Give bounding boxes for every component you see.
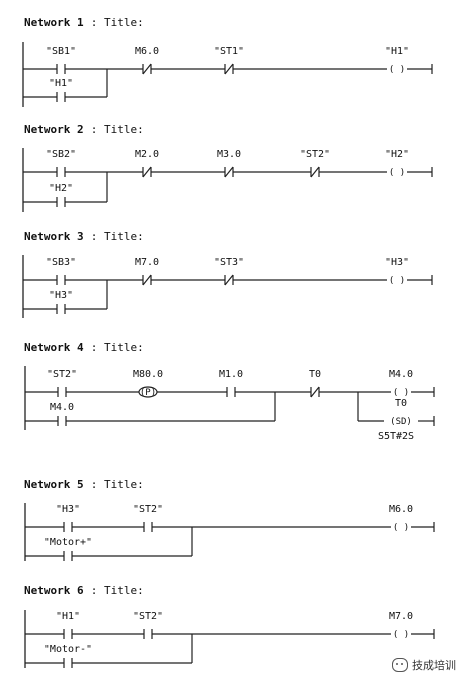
branch-no-contact (57, 416, 67, 426)
network-label: Network 2 (24, 123, 84, 136)
network-label: Network 5 (24, 478, 84, 491)
coil-operand-label: "H2" (385, 149, 409, 160)
operand-label: "H1" (56, 611, 80, 622)
network-2: Network 2 : Title: "SB2" M2.0 M3.0 "ST2" "H2" (… (22, 123, 433, 212)
coil-symbol: ( ) (389, 276, 405, 286)
nc-contact (310, 166, 320, 178)
operand-label: "SB1" (46, 46, 76, 57)
nc-contact (142, 274, 152, 286)
coil-symbol: ( ) (393, 523, 409, 533)
branch-operand-label: "H1" (49, 78, 73, 89)
operand-label: M80.0 (133, 369, 163, 380)
contact-nc-slash (224, 166, 234, 178)
network-title: : Title: (91, 16, 144, 29)
operand-label: "ST2" (133, 504, 163, 515)
coil-operand-label: M7.0 (389, 611, 413, 622)
network-label: Network 6 (24, 584, 84, 597)
network-title: : Title: (91, 230, 144, 243)
contact-nc-slash (224, 63, 234, 75)
nc-contact (224, 166, 234, 178)
network-label: Network 3 (24, 230, 84, 243)
network-title: : Title: (91, 123, 144, 136)
no-contact (143, 629, 153, 639)
network-title: : Title: (91, 478, 144, 491)
branch-operand-label: "H2" (49, 183, 73, 194)
branch-no-contact (63, 658, 73, 668)
contact-nc-slash (224, 274, 234, 286)
no-contact (56, 275, 66, 285)
no-contact (56, 64, 66, 74)
no-contact (56, 167, 66, 177)
branch-operand-label: "H3" (49, 290, 73, 301)
coil-operand-label: "H3" (385, 257, 409, 268)
nc-contact (224, 274, 234, 286)
edge-detect-symbol: (P) (140, 388, 156, 398)
coil-symbol: (SD) (390, 417, 412, 427)
network-title: : Title: (91, 584, 144, 597)
timer-preset-label: S5T#2S (378, 431, 414, 442)
network-label: Network 4 (24, 341, 84, 354)
operand-label: M7.0 (135, 257, 159, 268)
operand-label: T0 (309, 369, 321, 380)
operand-label: "ST2" (300, 149, 330, 160)
network-1: Network 1 : Title: "SB1" M6.0 "ST1" "H1" ( ) "H… (22, 16, 433, 107)
contact-nc-slash (310, 386, 320, 398)
branch-no-contact (56, 197, 66, 207)
operand-label: "SB3" (46, 257, 76, 268)
operand-label: "SB2" (46, 149, 76, 160)
no-contact (143, 522, 153, 532)
operand-label: M2.0 (135, 149, 159, 160)
wechat-icon (392, 658, 408, 672)
coil-symbol: ( ) (393, 388, 409, 398)
branch-operand-label: "Motor-" (44, 644, 92, 655)
contact-nc-slash (142, 63, 152, 75)
operand-label: M1.0 (219, 369, 243, 380)
branch-operand-label: M4.0 (50, 402, 74, 413)
branch-no-contact (56, 304, 66, 314)
contact-nc-slash (142, 274, 152, 286)
operand-label: M3.0 (217, 149, 241, 160)
coil-operand-label: "H1" (385, 46, 409, 57)
watermark-text: 技成培训 (412, 659, 456, 672)
operand-label: "ST2" (133, 611, 163, 622)
no-contact (63, 522, 73, 532)
contact-nc-slash (310, 166, 320, 178)
coil-operand-label: M6.0 (389, 504, 413, 515)
no-contact (57, 387, 67, 397)
network-label: Network 1 (24, 16, 84, 29)
operand-label: "H3" (56, 504, 80, 515)
branch-operand-label: "Motor+" (44, 537, 92, 548)
network-5: Network 5 : Title: "H3" "ST2" "Motor+" ( ) M6.… (24, 478, 435, 561)
operand-label: "ST2" (47, 369, 77, 380)
coil-symbol: ( ) (389, 168, 405, 178)
network-title: : Title: (91, 341, 144, 354)
contact-nc-slash (142, 166, 152, 178)
coil-operand-label: T0 (395, 398, 407, 409)
coil-symbol: ( ) (389, 65, 405, 75)
no-contact (226, 387, 236, 397)
coil-symbol: ( ) (393, 630, 409, 640)
watermark: 技成培训 (392, 657, 456, 673)
operand-label: "ST1" (214, 46, 244, 57)
network-3: Network 3 : Title: "SB3" M7.0 "ST3" "H3" ( ) "H… (22, 230, 433, 318)
branch-no-contact (63, 551, 73, 561)
network-6: Network 6 : Title: "H1" "ST2" "Motor-" ( ) M7.… (24, 584, 435, 668)
branch-no-contact (56, 92, 66, 102)
no-contact (63, 629, 73, 639)
nc-contact (224, 63, 234, 75)
nc-contact (310, 386, 320, 398)
coil-operand-label: M4.0 (389, 369, 413, 380)
operand-label: "ST3" (214, 257, 244, 268)
nc-contact (142, 166, 152, 178)
operand-label: M6.0 (135, 46, 159, 57)
nc-contact (142, 63, 152, 75)
